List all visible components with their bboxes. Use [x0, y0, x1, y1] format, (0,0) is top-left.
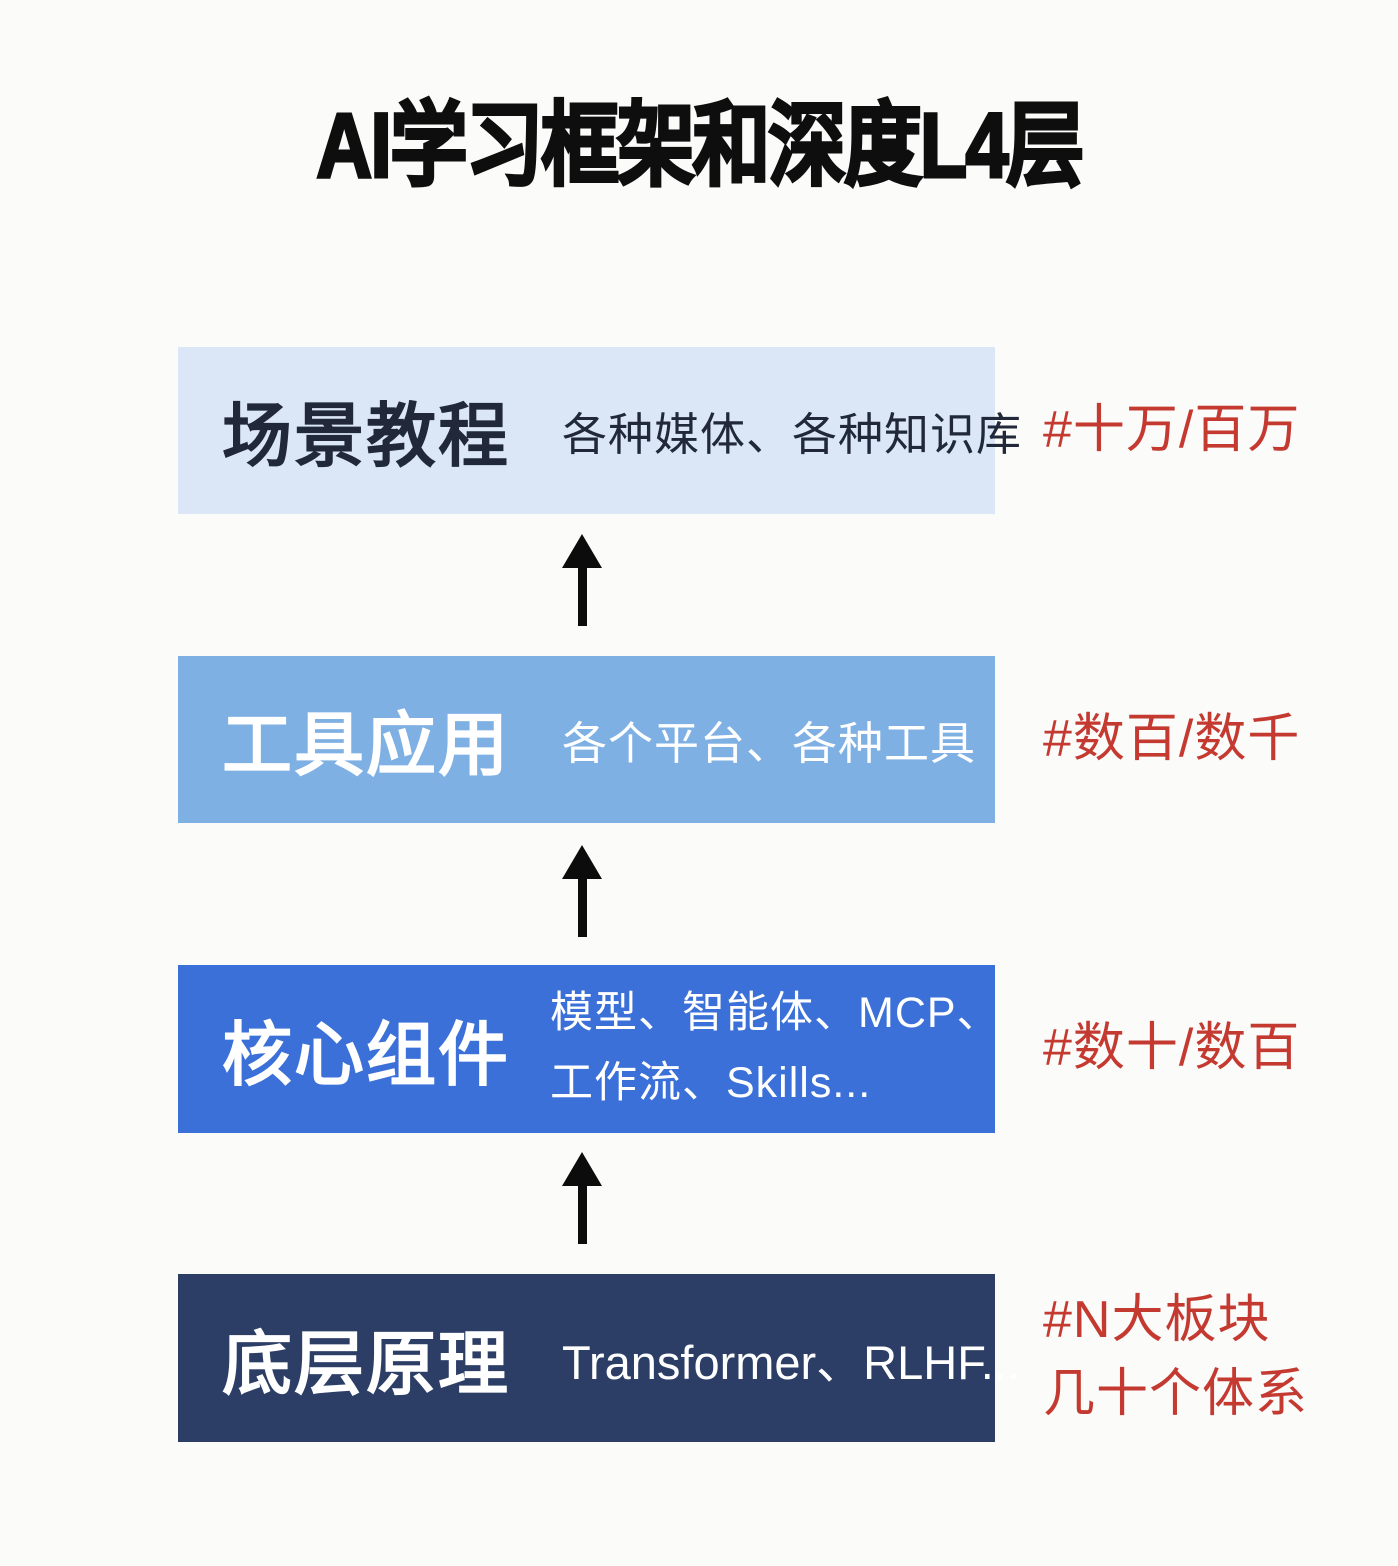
layer-label: 场景教程	[222, 397, 510, 475]
layer-detail: Transformer、RLHF...	[562, 1335, 1020, 1389]
arrow-head	[562, 534, 602, 568]
annotation-text: #数十/数百	[1043, 1019, 1301, 1078]
layer-annotation-core-components: #数十/数百	[1043, 965, 1300, 1133]
layer-bar-fundamental-principles: 底层原理 Transformer、RLHF...	[178, 1274, 1020, 1442]
arrow-stem	[577, 568, 587, 626]
annotation-text: #十万/百万	[1043, 400, 1301, 459]
layer-detail-line-2: 工作流、Skills...	[550, 1059, 872, 1107]
layer-detail: 各个平台、各种工具	[562, 718, 977, 769]
arrow-stem	[577, 879, 587, 937]
annotation-line-1: #N大板块	[1043, 1291, 1271, 1350]
layer-annotation-scene-tutorials: #十万/百万	[1043, 347, 1300, 514]
layer-bar-core-components: 核心组件 模型、智能体、MCP、 工作流、Skills...	[178, 965, 1000, 1133]
annotation-line-2: 几十个体系	[1043, 1365, 1309, 1423]
title-wrap: AI学习框架和深度L4层	[0, 94, 1398, 198]
layer-bar-scene-tutorials: 场景教程 各种媒体、各种知识库	[178, 347, 1021, 514]
layer-label: 核心组件	[222, 1015, 510, 1094]
up-arrow-icon	[562, 845, 602, 937]
arrow-stem	[577, 1186, 587, 1244]
layer-label: 底层原理	[222, 1324, 510, 1403]
layer-label: 工具应用	[222, 706, 510, 784]
annotation-text: #数百/数千	[1043, 709, 1301, 768]
layer-bar-tool-applications: 工具应用 各个平台、各种工具	[178, 656, 995, 823]
arrow-head	[562, 1152, 602, 1186]
layer-annotation-fundamental-principles: #N大板块 几十个体系	[1043, 1274, 1308, 1442]
layer-detail-line-1: 模型、智能体、MCP、	[550, 989, 1001, 1038]
arrow-head	[562, 845, 602, 879]
layer-detail: 模型、智能体、MCP、 工作流、Skills...	[550, 979, 1001, 1118]
up-arrow-icon	[562, 1152, 602, 1244]
layer-detail: 各种媒体、各种知识库	[562, 409, 1023, 460]
up-arrow-icon	[562, 534, 602, 626]
diagram-title: AI学习框架和深度L4层	[315, 93, 1086, 198]
layer-annotation-tool-applications: #数百/数千	[1043, 656, 1300, 823]
